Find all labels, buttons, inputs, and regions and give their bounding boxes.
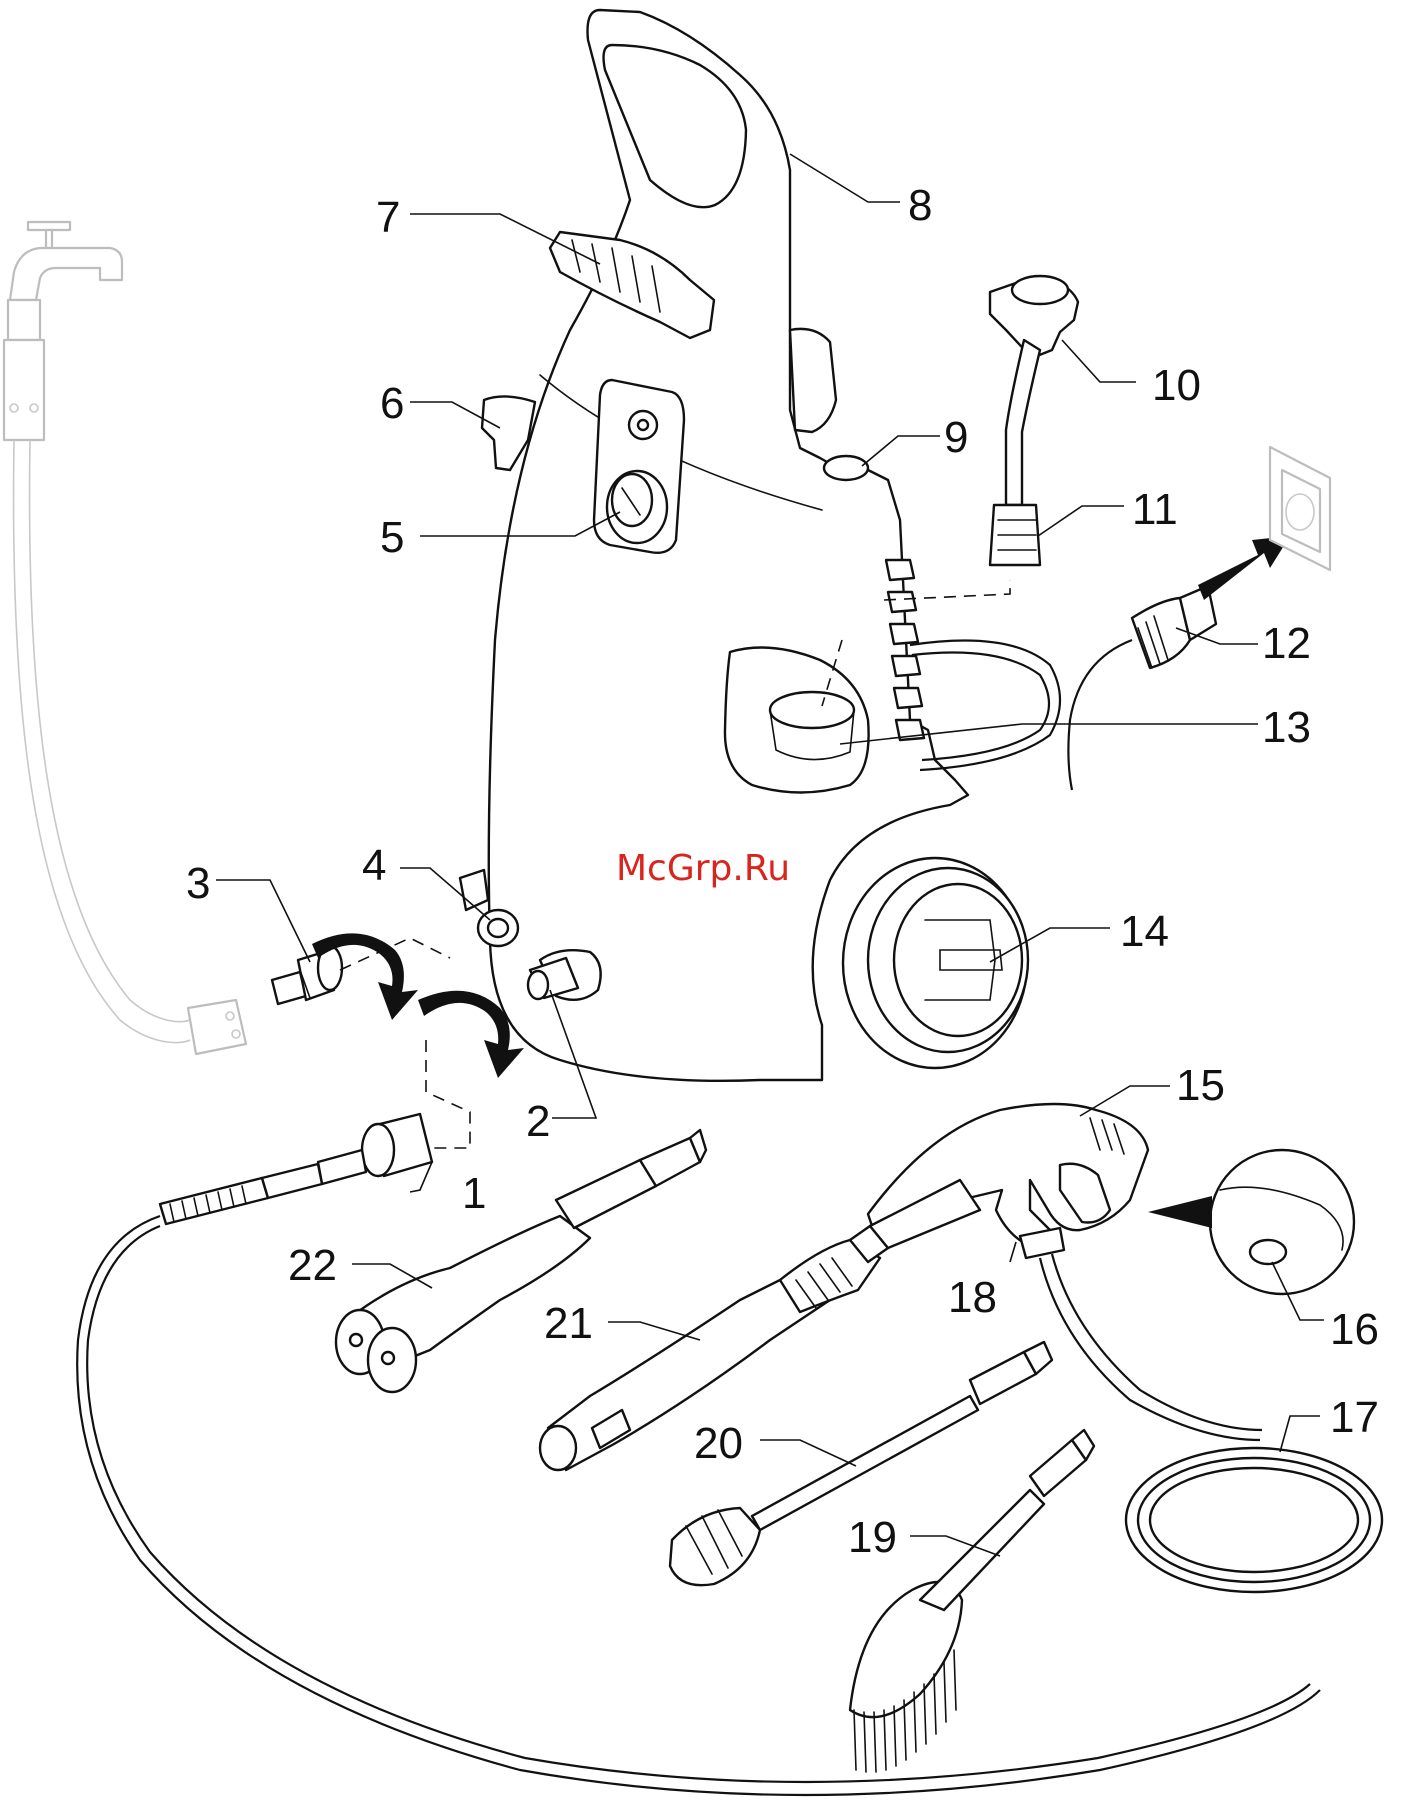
detergent-suction-hose [990,276,1078,565]
callout-21: 21 [544,1299,593,1348]
wheel [843,858,1028,1068]
callout-18: 18 [948,1273,997,1322]
callout-7: 7 [376,193,400,242]
spray-gun [868,1104,1382,1592]
callout-8: 8 [908,181,932,230]
callout-6: 6 [380,379,404,428]
callout-20: 20 [694,1419,743,1468]
callout-5: 5 [380,513,404,562]
callout-14: 14 [1120,907,1169,956]
callout-15: 15 [1176,1061,1225,1110]
callout-3: 3 [186,859,210,908]
callout-9: 9 [944,413,968,462]
callout-4: 4 [362,841,386,890]
wash-brush [850,1430,1094,1772]
callout-12: 12 [1262,619,1311,668]
water-tap-and-garden-hose [4,222,246,1054]
callout-10: 10 [1152,361,1201,410]
callout-1: 1 [462,1169,486,1218]
callout-19: 19 [848,1513,897,1562]
callout-16: 16 [1330,1305,1379,1354]
callout-2: 2 [526,1097,550,1146]
callout-11: 11 [1132,485,1178,534]
callout-13: 13 [1262,703,1311,752]
callout-22: 22 [288,1241,337,1290]
watermark-text: McGrp.Ru [616,848,790,889]
callout-17: 17 [1330,1393,1379,1442]
pressure-washer-main-unit [460,10,1060,1081]
